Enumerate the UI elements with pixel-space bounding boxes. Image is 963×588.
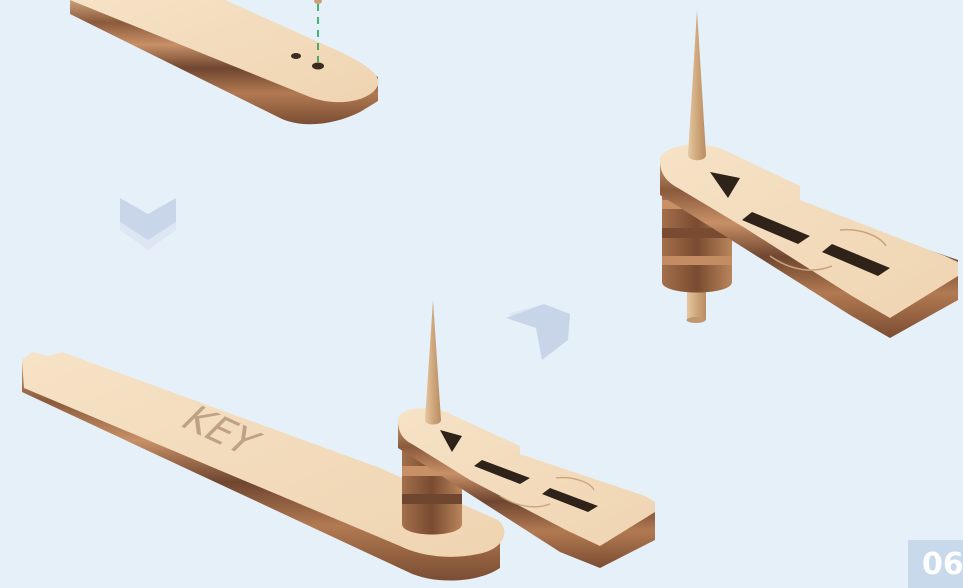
page-number: 06 bbox=[908, 540, 963, 588]
pin-hole-icon bbox=[312, 63, 324, 70]
pin-tip bbox=[314, 0, 322, 4]
pin-hole-icon bbox=[291, 53, 301, 59]
hinge-assembly-top bbox=[660, 10, 958, 338]
chevron-down-icon bbox=[120, 198, 176, 250]
key-lever-top bbox=[70, 0, 378, 124]
corner-arrow-icon bbox=[506, 304, 570, 360]
